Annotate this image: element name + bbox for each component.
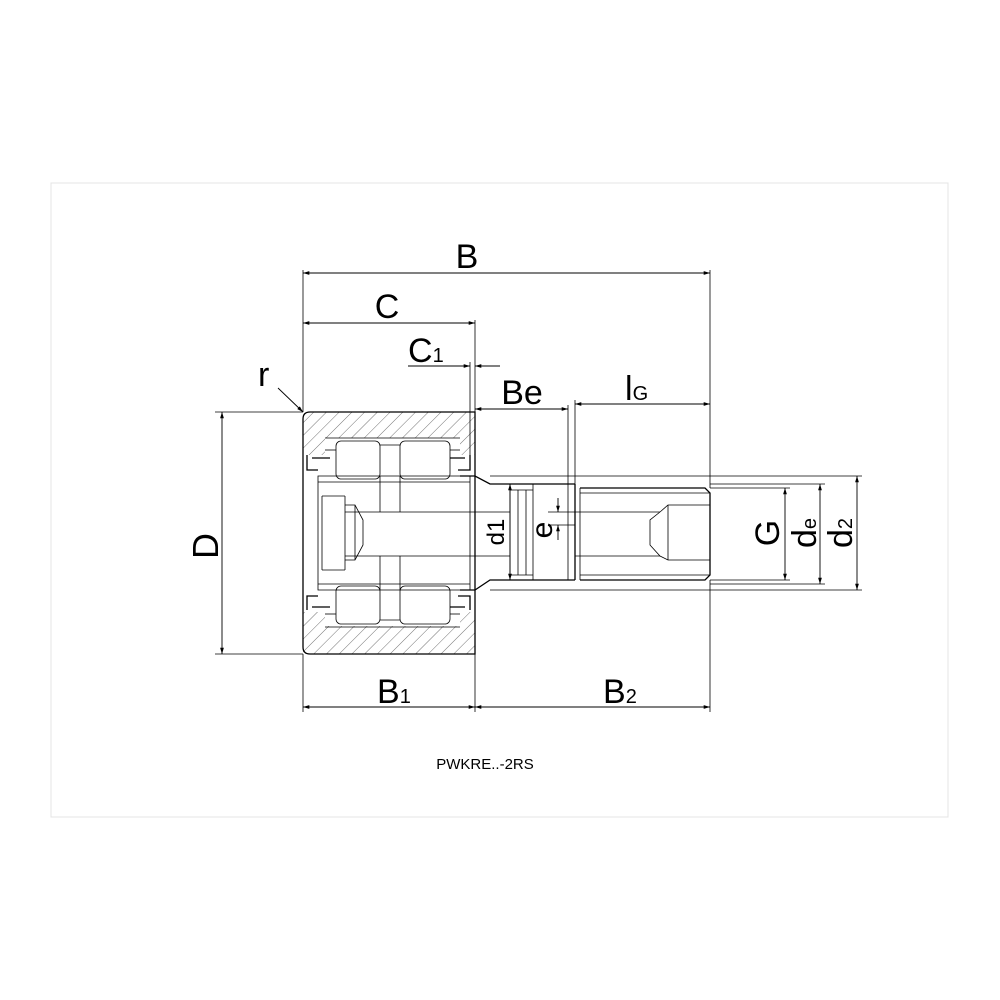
label-B2-sub: 2 [626, 686, 637, 708]
needle-rollers-bottom [325, 585, 460, 628]
label-d1: d1 [483, 519, 510, 546]
label-G: G [749, 520, 787, 546]
label-B2: B2 [603, 673, 637, 711]
threaded-portion [574, 484, 711, 581]
dimension-B2: B2 [475, 580, 711, 712]
needle-rollers-top [325, 437, 460, 480]
stud-shank [460, 475, 575, 591]
seal-right [450, 455, 471, 610]
label-C: C [375, 288, 400, 326]
drawing-frame [50, 182, 949, 818]
label-de: de [786, 518, 824, 548]
dimension-G: G [710, 487, 790, 581]
label-B: B [456, 238, 479, 276]
label-B1: B1 [377, 673, 411, 711]
label-lG-main: l [625, 370, 633, 408]
label-de-sub: e [799, 518, 821, 529]
stud-head [317, 475, 510, 591]
dimension-e: e [526, 498, 575, 540]
dimension-d1: d1 [483, 484, 512, 580]
dimension-C1: C1 [408, 332, 500, 455]
drawing-caption: PWKRE..-2RS [436, 756, 534, 773]
dimension-B: B [302, 238, 711, 488]
dimension-d2: d2 [490, 475, 862, 591]
label-d2: d2 [822, 518, 860, 548]
label-B2-main: B [603, 673, 626, 711]
dimension-B1: B1 [302, 654, 476, 712]
label-C1-main: C [408, 332, 433, 370]
label-r: r [258, 356, 269, 394]
dimension-r: r [258, 356, 304, 413]
label-D: D [185, 533, 226, 559]
label-C1-sub: 1 [433, 345, 444, 367]
label-lG: lG [625, 370, 648, 408]
label-B1-sub: 1 [400, 686, 411, 708]
dimension-lG: lG [574, 370, 710, 484]
label-B1-main: B [377, 673, 400, 711]
label-d2-main: d [822, 529, 860, 548]
label-Be: Be [501, 374, 543, 412]
dimension-de: de [710, 483, 825, 585]
label-e: e [526, 522, 559, 539]
dimension-Be: Be [475, 374, 569, 484]
dimension-D: D [185, 411, 303, 655]
seal-left [306, 455, 330, 610]
label-lG-sub: G [633, 383, 649, 405]
label-d2-sub: 2 [835, 518, 857, 529]
dimension-C: C [303, 288, 476, 412]
label-C1: C1 [408, 332, 444, 370]
label-de-main: d [786, 529, 824, 548]
